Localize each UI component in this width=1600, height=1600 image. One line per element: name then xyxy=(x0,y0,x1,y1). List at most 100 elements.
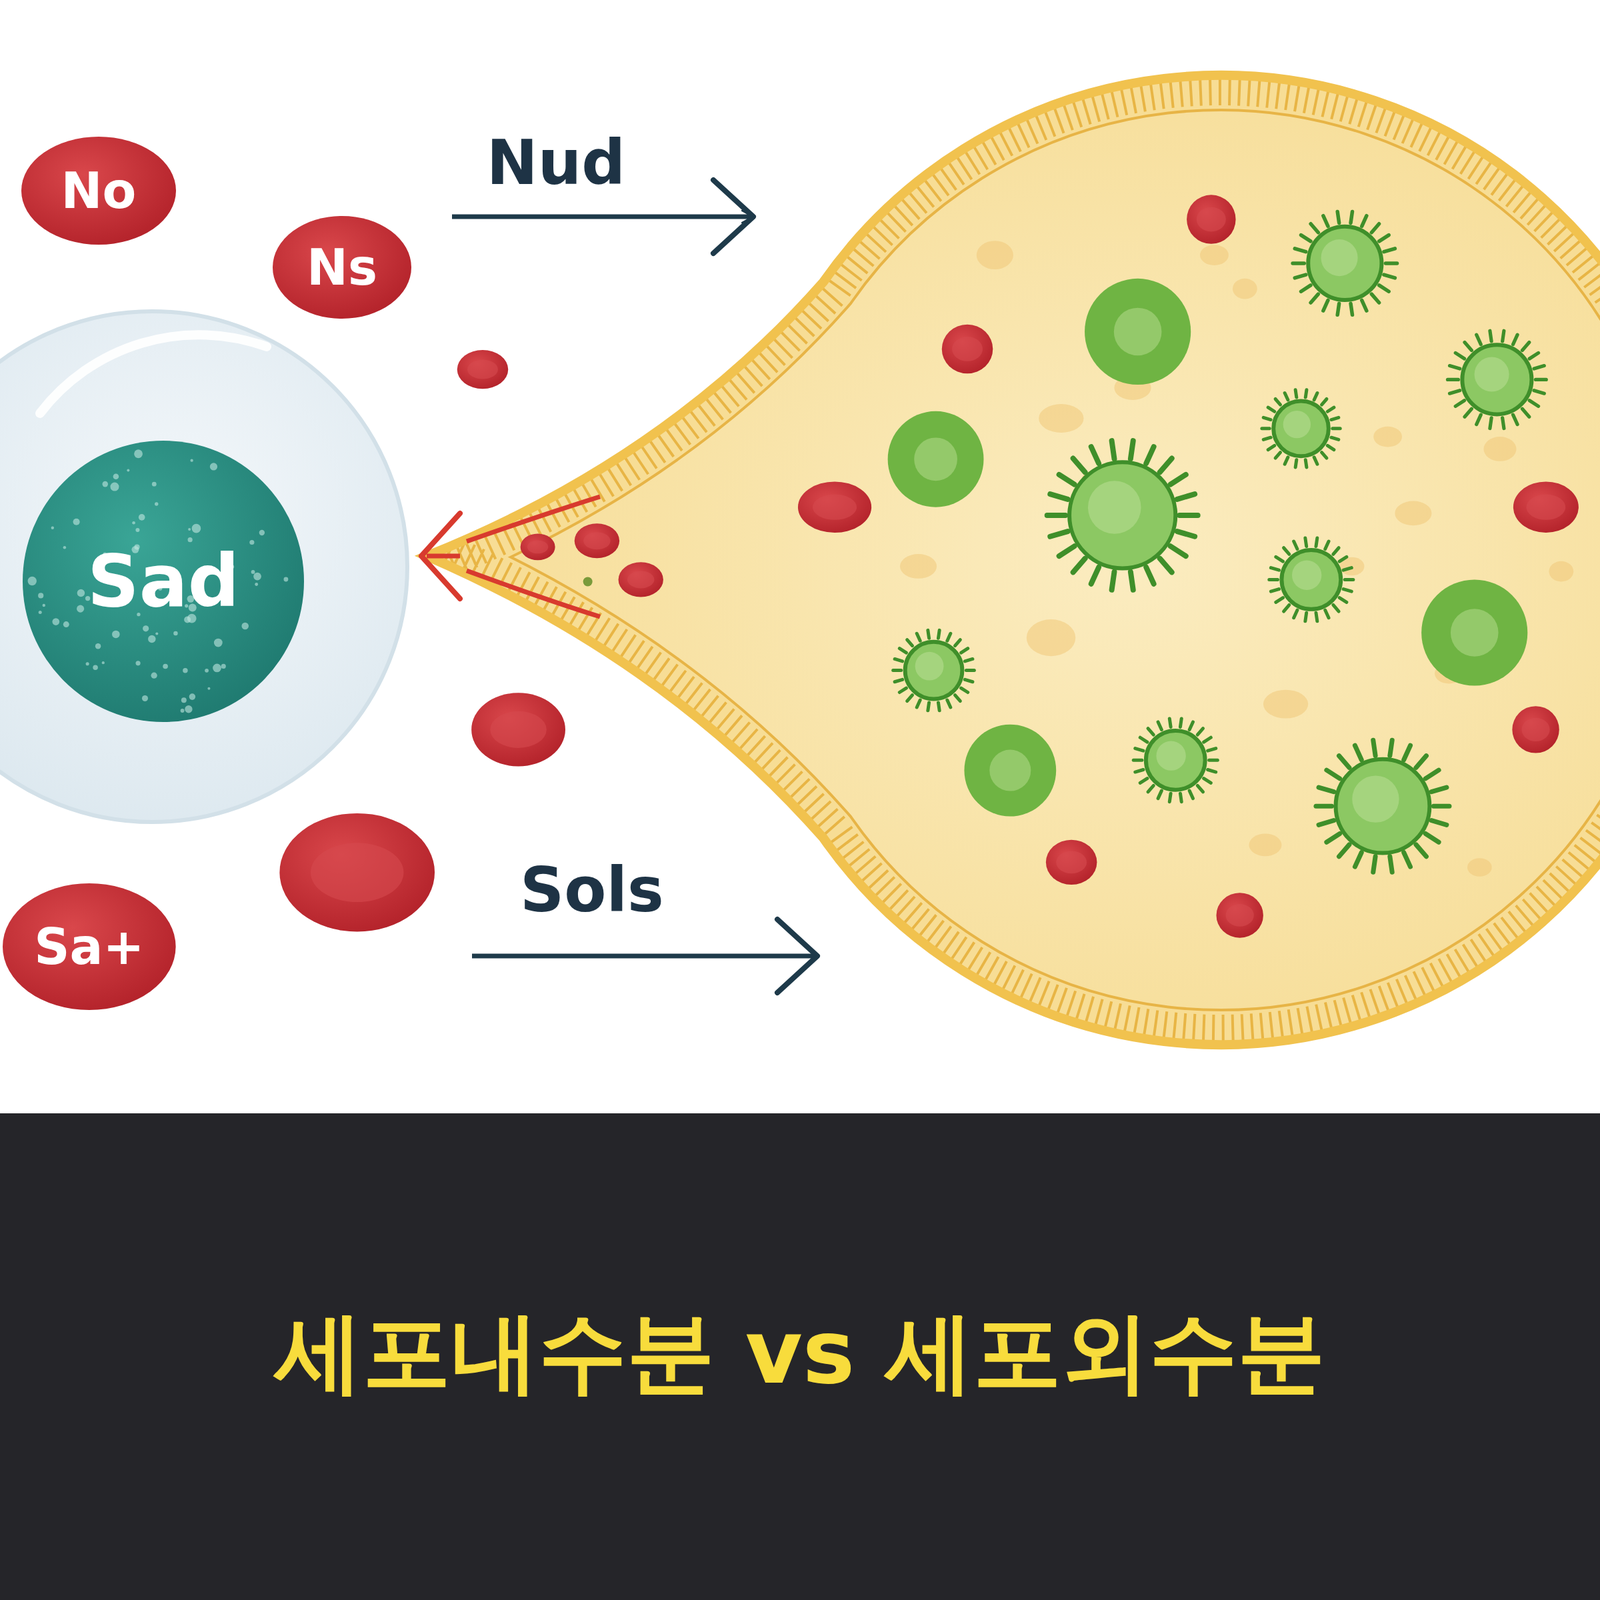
virus-spike xyxy=(947,700,951,708)
virus-spike xyxy=(1263,437,1271,440)
speckle xyxy=(136,660,141,666)
speckle xyxy=(126,468,130,472)
red-cell-shade xyxy=(310,842,404,902)
virus-spike xyxy=(1292,261,1304,266)
virus-spike xyxy=(1197,728,1203,736)
virus-spike xyxy=(1371,294,1379,303)
vesicle xyxy=(1484,436,1517,462)
speckle xyxy=(38,592,44,598)
virus-spike xyxy=(1295,390,1297,398)
speckle xyxy=(132,521,136,525)
speckle xyxy=(184,616,191,624)
virus-spike xyxy=(1332,426,1340,430)
virus-spike xyxy=(1384,248,1395,252)
vesicle xyxy=(976,240,1014,270)
virus-spike xyxy=(1339,556,1347,562)
green-cell xyxy=(1084,278,1191,385)
virus-spike xyxy=(1529,352,1538,359)
red-cell-shade xyxy=(1526,494,1566,520)
speckle xyxy=(162,664,168,670)
virus-spike xyxy=(1464,342,1472,351)
virus-spike xyxy=(1502,330,1504,342)
virus-spike xyxy=(1333,604,1339,612)
virus-spike xyxy=(1476,414,1482,424)
virus-spike xyxy=(1269,578,1278,582)
red-cell-body xyxy=(1513,481,1579,533)
virus-spike xyxy=(916,633,920,641)
virus-spike xyxy=(947,633,951,641)
virus-spike xyxy=(964,679,973,682)
virus-spike xyxy=(1323,300,1328,311)
virus-spike xyxy=(1354,745,1362,760)
virus-spike xyxy=(1146,446,1154,464)
virus-body xyxy=(1069,462,1176,568)
virus-spike xyxy=(1047,512,1066,518)
speckle xyxy=(210,462,218,470)
virus-spike xyxy=(1513,334,1518,344)
speckle xyxy=(180,708,185,713)
speckle xyxy=(42,604,46,607)
virus-spike xyxy=(1535,378,1546,382)
arrowhead xyxy=(777,919,818,993)
virus-spike xyxy=(916,700,920,708)
virus-spike xyxy=(1522,342,1529,351)
speckle xyxy=(190,459,193,462)
speckle xyxy=(173,631,178,636)
virus-spike xyxy=(1140,778,1148,784)
vesicle xyxy=(1467,858,1492,877)
virus-spike xyxy=(1170,474,1186,485)
virus-spike xyxy=(1160,558,1172,573)
virus-spike xyxy=(1180,793,1182,802)
virus-spike xyxy=(1404,852,1411,867)
virus-spike xyxy=(1339,598,1347,603)
red-cell xyxy=(520,534,556,561)
ion-ellipse: Ns xyxy=(272,216,412,319)
virus xyxy=(1292,211,1397,315)
red-cell-shade xyxy=(1521,718,1550,742)
speckle xyxy=(192,524,202,534)
speckle xyxy=(249,540,254,545)
green-cell-body xyxy=(1421,579,1528,686)
green-cell-body xyxy=(964,724,1056,817)
vesicle xyxy=(1373,426,1402,448)
virus-spike xyxy=(1331,417,1339,420)
virus-spike xyxy=(1455,352,1464,359)
virus-spike xyxy=(1301,235,1311,242)
node-outline xyxy=(21,136,176,245)
ion-ellipse: No xyxy=(21,136,176,245)
virus xyxy=(1316,740,1450,872)
virus-spike xyxy=(1385,261,1397,266)
red-cell-body xyxy=(1186,194,1236,244)
sphere-highlight xyxy=(40,334,267,414)
virus-core xyxy=(915,652,944,681)
green-cell-core xyxy=(1450,608,1499,657)
red-cell-body xyxy=(1216,892,1263,938)
virus-spike xyxy=(1133,758,1142,762)
virus-spike xyxy=(1490,418,1492,429)
speckle xyxy=(207,687,210,690)
virus-spike xyxy=(955,695,961,702)
virus-spike xyxy=(961,688,968,692)
virus-spike xyxy=(1425,833,1439,842)
red-cell xyxy=(457,350,509,389)
speckle xyxy=(76,605,84,613)
virus-spike xyxy=(1450,366,1460,369)
red-cell-shade xyxy=(467,360,498,380)
red-cell xyxy=(1513,481,1579,533)
speckle xyxy=(283,577,288,582)
vesicle xyxy=(1232,278,1258,300)
virus-spike xyxy=(1208,748,1216,752)
speckle xyxy=(253,572,262,581)
virus-spike xyxy=(1464,408,1472,417)
speckle xyxy=(152,482,157,487)
red-cell xyxy=(942,324,994,374)
cell xyxy=(426,75,1600,1045)
vesicle xyxy=(1248,834,1282,857)
virus-spike xyxy=(1301,285,1311,292)
virus-spike xyxy=(1534,390,1544,394)
red-cell-shade xyxy=(627,570,654,588)
virus-spike xyxy=(1197,785,1203,792)
virus-spike xyxy=(907,640,913,646)
red-cell xyxy=(471,692,566,766)
